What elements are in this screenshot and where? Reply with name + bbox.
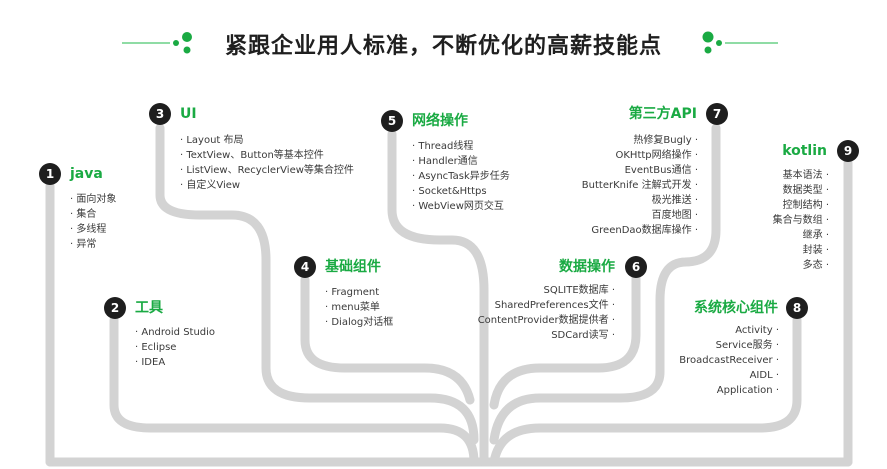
- branch-line-8: [489, 315, 802, 467]
- list-item: 面向对象: [70, 192, 116, 207]
- branch-title-basic-components: 基础组件: [325, 259, 381, 275]
- title-decoration-left: [122, 32, 192, 54]
- branch-list-tools: Android Studio Eclipse IDEA: [135, 325, 215, 370]
- branch-title-network: 网络操作: [412, 113, 468, 129]
- list-item: 封装: [773, 243, 829, 258]
- list-item: 多态: [773, 258, 829, 273]
- branch-title-java: java: [70, 166, 103, 182]
- branch-list-third-party-api: 热修复Bugly OKHttp网络操作 EventBus通信 ButterKni…: [582, 133, 698, 238]
- branch-list-network: Thread线程 Handler通信 AsyncTask异步任务 Socket&…: [412, 139, 510, 214]
- list-item: ButterKnife 注解式开发: [582, 178, 698, 193]
- badge-8: 8: [786, 297, 808, 319]
- list-item: 自定义View: [180, 178, 354, 193]
- list-item: Eclipse: [135, 340, 215, 355]
- list-item: Fragment: [325, 285, 393, 300]
- list-item: 集合与数组: [773, 213, 829, 228]
- list-item: 异常: [70, 237, 116, 252]
- branch-title-data: 数据操作: [559, 259, 615, 275]
- list-item: Application: [679, 383, 779, 398]
- list-item: Thread线程: [412, 139, 510, 154]
- list-item: AsyncTask异步任务: [412, 169, 509, 184]
- list-item: IDEA: [135, 355, 215, 370]
- page-title: 紧跟企业用人标准，不断优化的高薪技能点: [224, 34, 662, 59]
- branch-line-3: [155, 123, 479, 445]
- list-item: OKHttp网络操作: [582, 148, 698, 163]
- branch-title-kotlin: kotlin: [782, 143, 827, 159]
- badge-5: 5: [381, 110, 403, 132]
- list-item: 极光推送: [582, 193, 698, 208]
- branch-line-4: [300, 275, 475, 405]
- list-item: Socket&Https: [412, 184, 510, 199]
- list-item: Dialog对话框: [325, 315, 393, 330]
- list-item: 百度地图: [582, 208, 698, 223]
- branch-title-ui: UI: [180, 106, 197, 122]
- branch-title-tools: 工具: [135, 300, 163, 316]
- branch-list-basic-components: Fragment menu菜单 Dialog对话框: [325, 285, 393, 330]
- list-item: ContentProvider数据提供者: [478, 313, 615, 328]
- branch-list-system-core: Activity Service服务 BroadcastReceiver AID…: [679, 323, 779, 398]
- list-item: TextView、Button等基本控件: [180, 148, 354, 163]
- list-item: SharedPreferences文件: [478, 298, 615, 313]
- branch-line-2: [109, 315, 479, 467]
- badge-7: 7: [706, 103, 728, 125]
- list-item: ListView、RecyclerView等集合控件: [180, 163, 354, 178]
- badge-1: 1: [39, 163, 61, 185]
- branch-line-6: [489, 273, 641, 410]
- list-item: Handler通信: [412, 154, 510, 169]
- list-item: 数据类型: [773, 183, 829, 198]
- list-item: SDCard读写: [478, 328, 615, 343]
- badge-2: 2: [104, 297, 126, 319]
- list-item: 基本语法: [773, 168, 829, 183]
- branch-line-7: [489, 123, 721, 445]
- list-item: 多线程: [70, 222, 116, 237]
- list-item: Android Studio: [135, 325, 215, 340]
- list-item: AIDL: [679, 368, 779, 383]
- list-item: BroadcastReceiver: [679, 353, 779, 368]
- list-item: EventBus通信: [582, 163, 698, 178]
- list-item: WebView网页交互: [412, 199, 510, 214]
- branch-line-5: [387, 129, 489, 467]
- list-item: 集合: [70, 207, 116, 222]
- list-item: 热修复Bugly: [582, 133, 698, 148]
- branch-list-ui: Layout 布局 TextView、Button等基本控件 ListView、…: [180, 133, 354, 193]
- list-item: GreenDao数据库操作: [582, 223, 698, 238]
- list-item: Layout 布局: [180, 133, 354, 148]
- badge-9: 9: [837, 140, 859, 162]
- badge-6: 6: [625, 256, 647, 278]
- branch-title-system-core: 系统核心组件: [694, 300, 778, 316]
- branch-list-kotlin: 基本语法 数据类型 控制结构 集合与数组 继承 封装 多态: [773, 168, 829, 273]
- branch-list-java: 面向对象 集合 多线程 异常: [70, 192, 116, 252]
- list-item: 继承: [773, 228, 829, 243]
- badge-3: 3: [149, 103, 171, 125]
- list-item: Activity: [679, 323, 779, 338]
- list-item: SQLITE数据库: [478, 283, 615, 298]
- badge-4: 4: [294, 256, 316, 278]
- branch-title-third-party-api: 第三方API: [628, 106, 697, 122]
- branch-list-data: SQLITE数据库 SharedPreferences文件 ContentPro…: [478, 283, 615, 343]
- title-decoration-right: [702, 31, 778, 54]
- list-item: menu菜单: [325, 300, 393, 315]
- list-item: 控制结构: [773, 198, 829, 213]
- list-item: Service服务: [679, 338, 779, 353]
